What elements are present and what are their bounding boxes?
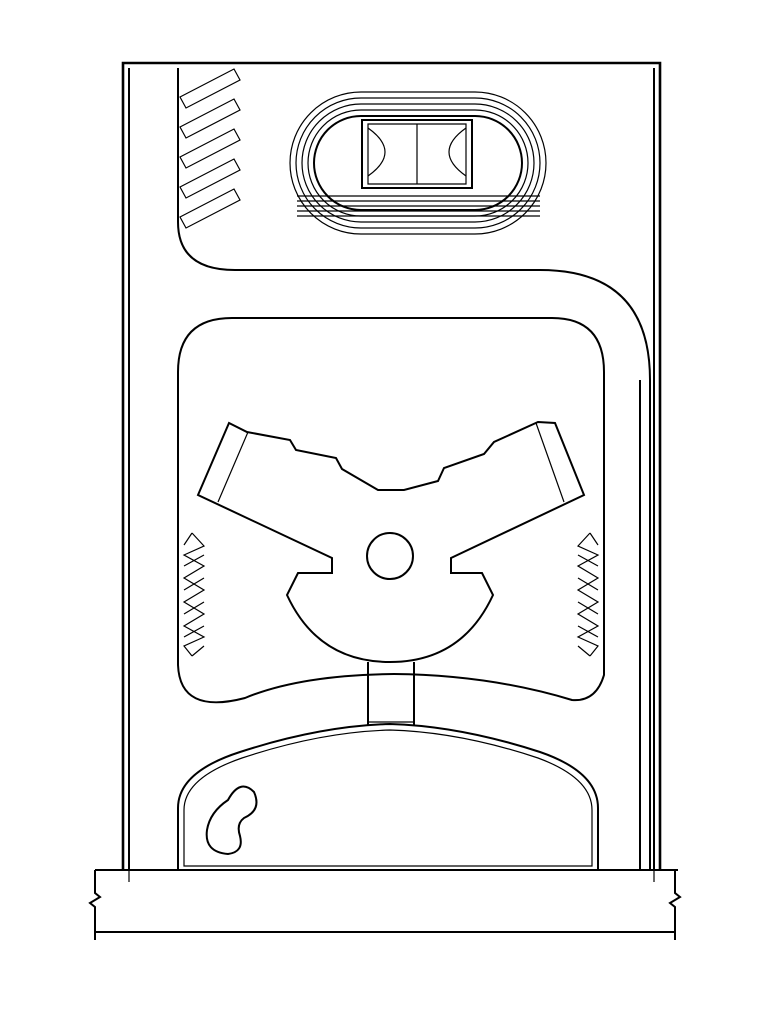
central-block <box>178 318 604 702</box>
southern-garden <box>178 724 598 870</box>
garden-pond <box>207 787 257 854</box>
running-track <box>290 92 546 234</box>
parking-zigzag-left <box>184 533 204 656</box>
site-boundary <box>123 63 660 870</box>
sports-court <box>362 120 472 188</box>
parking-strips-top-left <box>180 69 240 228</box>
connecting-walkway <box>368 662 414 726</box>
main-building <box>198 422 584 662</box>
ground-line <box>90 870 680 940</box>
internal-road <box>178 68 650 870</box>
parking-zigzag-right <box>578 533 598 656</box>
